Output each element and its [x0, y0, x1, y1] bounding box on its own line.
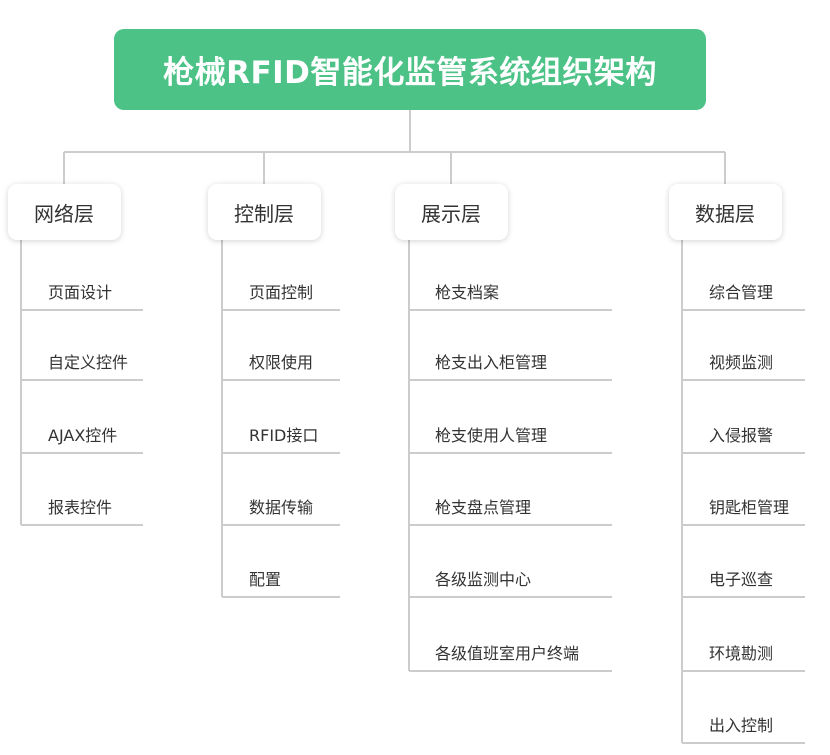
layer-box-data: 数据层: [668, 184, 782, 240]
layer-box-display: 展示层: [394, 184, 508, 240]
item-label: 综合管理: [709, 283, 774, 302]
layer-label: 数据层: [695, 201, 755, 226]
root-title-box: 枪械RFID智能化监管系统组织架构: [114, 29, 706, 110]
item-label: 入侵报警: [709, 426, 774, 445]
item-label: RFID接口: [249, 426, 319, 445]
layer-label: 网络层: [34, 201, 94, 226]
item-label: 枪支档案: [435, 283, 500, 302]
item-label: 钥匙柜管理: [709, 498, 790, 517]
item-label: 页面设计: [48, 283, 113, 302]
item-label: 数据传输: [249, 498, 314, 517]
item-label: 枪支使用人管理: [435, 426, 548, 445]
root-title: 枪械RFID智能化监管系统组织架构: [163, 55, 657, 91]
layer-label: 控制层: [234, 201, 294, 226]
item-label: 各级监测中心: [435, 570, 532, 589]
layer-label: 展示层: [421, 201, 481, 226]
item-label: 报表控件: [48, 498, 113, 517]
item-label: 环境勘测: [709, 644, 774, 663]
item-label: 权限使用: [249, 353, 314, 372]
item-label: 视频监测: [709, 353, 774, 372]
item-label: AJAX控件: [48, 426, 118, 445]
item-label: 枪支出入柜管理: [435, 353, 548, 372]
item-label: 出入控制: [709, 716, 774, 735]
item-label: 各级值班室用户终端: [435, 644, 580, 663]
item-label: 电子巡查: [709, 570, 774, 589]
layer-box-control: 控制层: [207, 184, 321, 240]
item-label: 配置: [249, 570, 282, 589]
layer-box-network: 网络层: [7, 184, 121, 240]
item-label: 自定义控件: [48, 353, 129, 372]
item-label: 枪支盘点管理: [435, 498, 532, 517]
item-label: 页面控制: [249, 283, 314, 302]
